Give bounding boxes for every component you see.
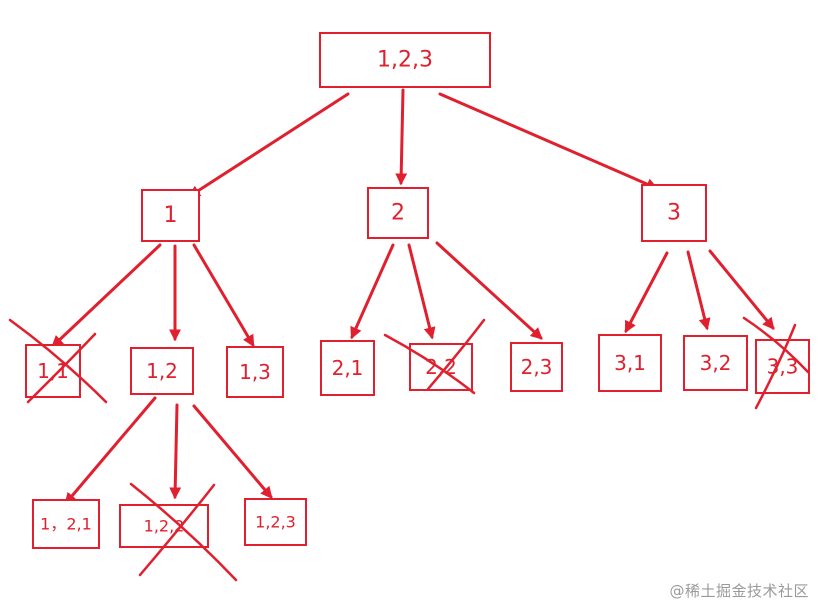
- cross-stroke: [742, 316, 810, 374]
- arrow-n12-to-n121: [64, 396, 157, 505]
- node-box: [409, 343, 473, 391]
- tree-node-n21: 2,1: [320, 340, 375, 396]
- arrow-n3-to-n32: [686, 250, 711, 331]
- arrow-n12-to-n122: [169, 403, 182, 500]
- node-label: 3,2: [700, 351, 732, 375]
- cross-stroke: [129, 482, 238, 582]
- tree-node-n23: 2,3: [510, 342, 563, 392]
- cross-out-mark-n11: [8, 318, 108, 404]
- node-box: [367, 187, 429, 239]
- arrow-n12-to-n123: [192, 404, 273, 499]
- cross-stroke: [754, 323, 797, 410]
- node-label: 3,1: [614, 351, 646, 375]
- node-label: 3: [667, 201, 681, 226]
- cross-stroke: [8, 318, 108, 404]
- arrow-n2-to-n22: [407, 243, 436, 340]
- tree-node-n1: 1: [141, 189, 200, 242]
- node-box: [244, 498, 307, 546]
- tree-node-n13: 1,3: [226, 346, 284, 398]
- tree-node-n2: 2: [367, 187, 429, 239]
- cross-stroke: [26, 332, 97, 404]
- node-box: [641, 184, 707, 242]
- cross-out-mark-n122: [129, 482, 238, 582]
- node-box: [32, 499, 100, 549]
- arrow-n1-to-n13: [192, 243, 255, 348]
- arrow-root-to-n2: [395, 88, 408, 186]
- cross-stroke: [138, 483, 216, 577]
- cross-out-mark-n22: [383, 318, 486, 395]
- arrow-n2-to-n21: [350, 243, 395, 340]
- arrow-root-to-n1: [187, 92, 350, 198]
- watermark-text: @稀土掘金技术社区: [669, 582, 809, 600]
- cross-out-mark-n33: [742, 316, 810, 410]
- tree-node-n32: 3,2: [683, 335, 748, 391]
- cross-stroke: [426, 318, 486, 391]
- node-label: 2: [391, 201, 405, 226]
- tree-node-n31: 3,1: [598, 334, 662, 392]
- arrow-n2-to-n23: [435, 241, 543, 340]
- node-label: 1,2: [146, 359, 178, 383]
- tree-node-n123: 1,2,3: [244, 498, 307, 546]
- node-label: 1,2,2: [144, 517, 185, 536]
- node-label: 1，2,1: [40, 515, 92, 534]
- node-label: 1,3: [239, 360, 271, 384]
- node-box: [141, 189, 200, 242]
- cross-layer: [8, 316, 810, 582]
- tree-node-root: 1,2,3: [319, 32, 491, 88]
- tree-node-n3: 3: [641, 184, 707, 242]
- node-label: 2,3: [521, 355, 553, 379]
- node-box: [510, 342, 563, 392]
- arrow-n3-to-n33: [708, 249, 775, 330]
- arrow-n3-to-n31: [624, 251, 669, 334]
- tree-node-n121: 1，2,1: [32, 499, 100, 549]
- node-label: 1,2,3: [377, 48, 433, 73]
- cross-stroke: [383, 333, 476, 395]
- node-box: [130, 347, 194, 395]
- tree-node-n12: 1,2: [130, 347, 194, 395]
- arrow-root-to-n3: [438, 92, 659, 190]
- edges-layer: [51, 88, 775, 505]
- node-label: 2,1: [332, 356, 364, 380]
- node-box: [598, 334, 662, 392]
- node-box: [683, 335, 748, 391]
- node-label: 1,2,3: [255, 513, 296, 532]
- node-box: [226, 346, 284, 398]
- node-box: [319, 32, 491, 88]
- node-box: [320, 340, 375, 396]
- arrow-n1-to-n11: [51, 243, 162, 348]
- node-label: 1: [164, 203, 178, 228]
